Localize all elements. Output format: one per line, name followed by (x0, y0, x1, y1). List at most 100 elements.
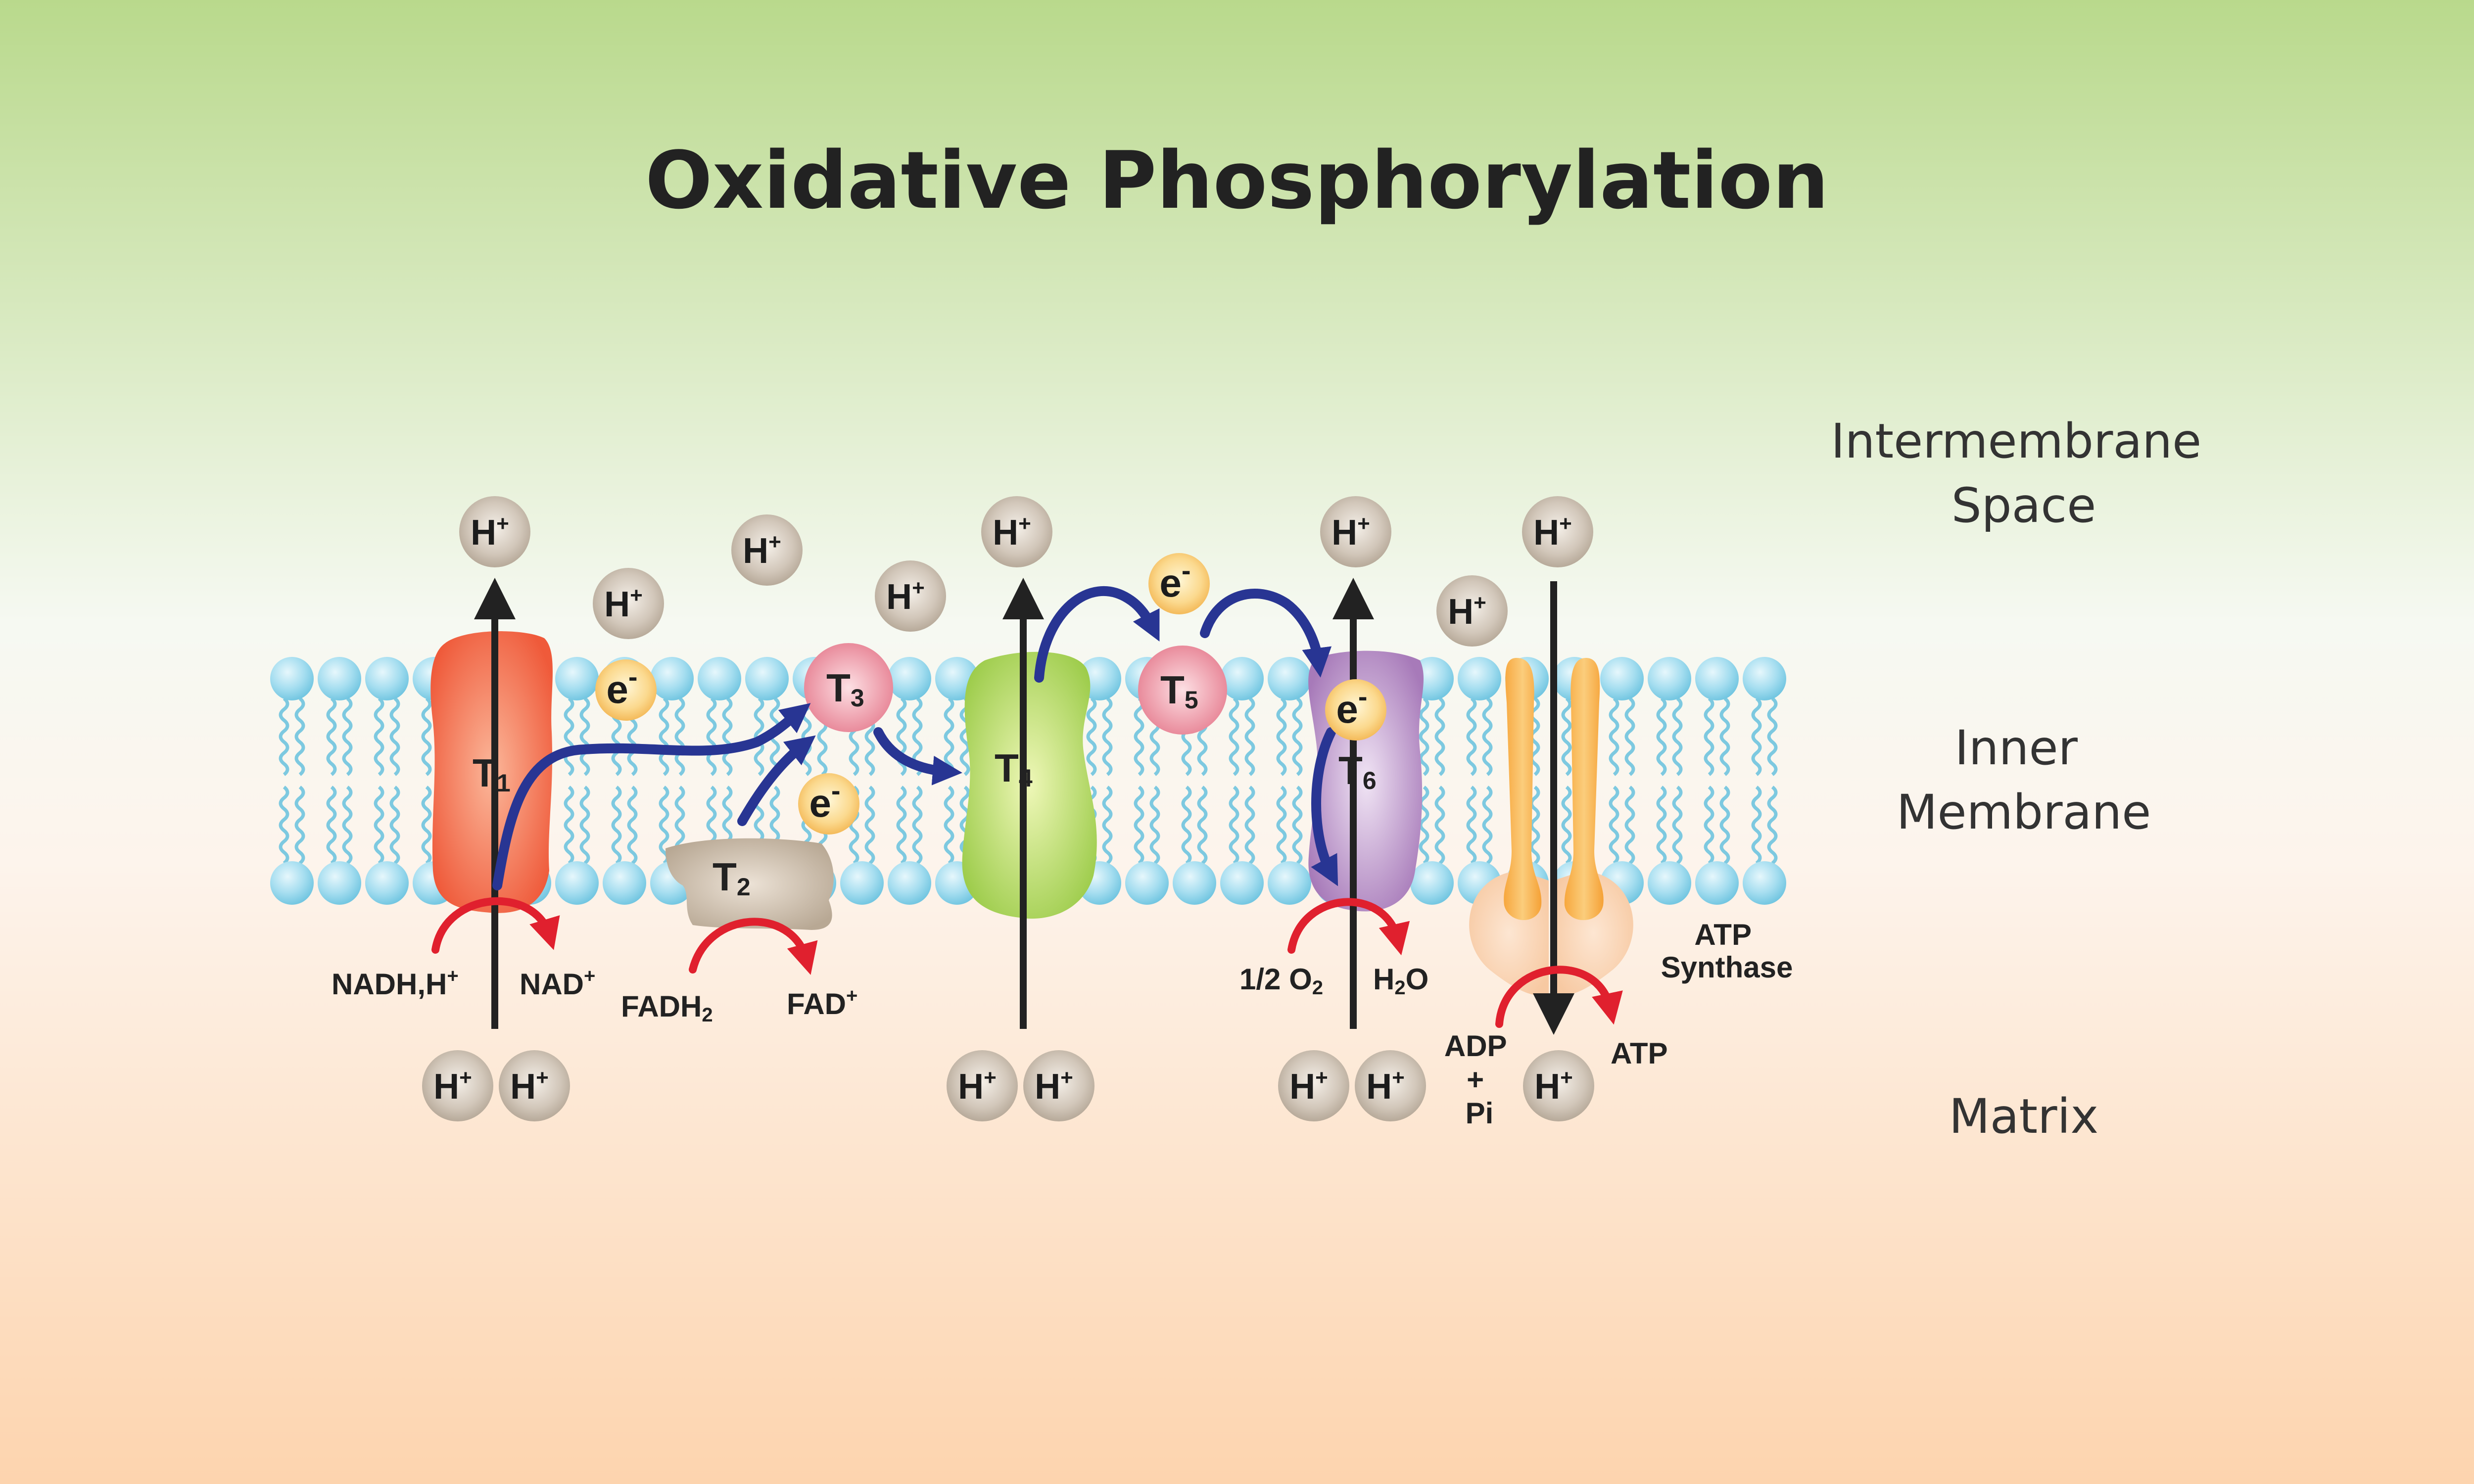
lipid-tail (659, 786, 669, 865)
proton-charge: + (1474, 591, 1486, 615)
electron-arrow-t3-to-t4 (873, 727, 962, 786)
lipid-tails (1276, 697, 1303, 865)
lipid-tails (1656, 697, 1683, 865)
electron-ball (1148, 553, 1210, 614)
lipid-tail (564, 697, 574, 776)
lipid-tail (1086, 697, 1097, 776)
electrons: e-e-e-e- (595, 553, 1386, 835)
lipid-tail (1609, 786, 1619, 865)
proton-ball (1523, 1050, 1594, 1121)
lipid-tails (1466, 697, 1493, 865)
proton: H+ (1355, 1050, 1426, 1121)
fadh2-label: FADH2 (621, 990, 713, 1026)
lipid-tail (342, 786, 353, 865)
lipid-tail (1767, 786, 1778, 865)
lipid-tail (1102, 697, 1113, 776)
lipid-head (698, 657, 741, 700)
lipid-head (888, 861, 931, 905)
lipid-head (365, 861, 409, 905)
proton-charge: + (1060, 1066, 1073, 1090)
atp-synthase-stalk-left (1504, 658, 1542, 920)
lipid-tail (1482, 697, 1493, 776)
lipid-tails (1751, 697, 1778, 865)
lipid-tail (706, 697, 717, 776)
lipid-tail (1561, 697, 1572, 776)
oxygen-label: 1/2 O2 (1239, 963, 1323, 999)
region-labels: Intermembrane Space Inner Membrane Matri… (1831, 414, 2201, 1144)
proton-ball (1436, 575, 1508, 647)
lipid-tail (579, 786, 590, 865)
lipid-head (1173, 861, 1216, 905)
lipid-tail (1244, 697, 1255, 776)
lipid-tails (1704, 697, 1730, 865)
lipid-head (555, 657, 599, 700)
lipid-tail (1609, 697, 1619, 776)
lipid-tail (1624, 786, 1635, 865)
lipid-head (1600, 657, 1644, 700)
lipid-tail (1561, 786, 1572, 865)
lipid-tail (579, 697, 590, 776)
lipid-head (1743, 657, 1786, 700)
proton-label: H+ (433, 1066, 472, 1107)
proton-label: H+ (604, 583, 643, 624)
complex-labels: T1 T2 T3 T4 T5 T6 (473, 666, 1377, 901)
proton-label: H+ (510, 1066, 549, 1107)
proton-ball (1355, 1050, 1426, 1121)
electron-arrow-t6-down (1311, 727, 1338, 886)
proton-symbol: H (433, 1067, 459, 1107)
proton: H+ (875, 560, 946, 632)
complex-t2 (666, 838, 834, 930)
lipid-tail (659, 697, 669, 776)
lipid-head (1648, 657, 1691, 700)
lipid-tail (389, 697, 400, 776)
proton-label: H+ (1533, 511, 1572, 553)
lipid-head (603, 861, 646, 905)
lipid-tail (1704, 697, 1714, 776)
proton-charge: + (984, 1066, 997, 1090)
proton: H+ (593, 568, 664, 639)
electron-label: e- (1336, 681, 1367, 731)
proton-symbol: H (993, 513, 1018, 553)
lipid-tail (912, 786, 923, 865)
lipid-tail (754, 697, 764, 776)
proton-symbol: H (1035, 1067, 1060, 1107)
proton-charge: + (1315, 1066, 1328, 1090)
lipid-tail (1434, 697, 1445, 776)
lipid-tail (1149, 786, 1160, 865)
proton-symbol: H (743, 531, 768, 571)
lipid-tail (1624, 697, 1635, 776)
lipid-tail (674, 697, 685, 776)
nadh-reaction-arrow (431, 897, 560, 954)
proton-symbol: H (1289, 1067, 1315, 1107)
complex-t5-body (1138, 646, 1227, 735)
lipid-tail (1767, 697, 1778, 776)
proton-ball (499, 1050, 570, 1121)
proton: H+ (1278, 1050, 1349, 1121)
proton-ball (1522, 496, 1593, 567)
proton-ball (1023, 1050, 1094, 1121)
proton-charge: + (912, 576, 925, 600)
lipid-head (1268, 861, 1311, 905)
lipid-tails (1609, 697, 1635, 865)
lipid-tail (1719, 697, 1730, 776)
lipid-head (270, 657, 314, 700)
proton-symbol: H (1534, 1067, 1560, 1107)
electron-symbol: e (1159, 561, 1182, 605)
protons: H+H+H+H+H+H+H+H+H+H+H+H+H+H+H+ (422, 496, 1594, 1121)
complex-t5-label: T5 (1160, 668, 1198, 714)
lipid-tail (1751, 786, 1762, 865)
proton-label: H+ (1534, 1066, 1573, 1107)
proton-label: H+ (471, 511, 509, 553)
lipid-tail (421, 697, 432, 776)
complex-t6-label: T6 (1338, 748, 1377, 794)
proton-label: H+ (1289, 1066, 1328, 1107)
electron: e- (1148, 553, 1210, 614)
lipid-head (365, 657, 409, 700)
lipid-tail (326, 786, 337, 865)
lipid-tail (374, 786, 384, 865)
lipid-tail (1276, 786, 1287, 865)
proton: H+ (499, 1050, 570, 1121)
proton-label: H+ (743, 530, 781, 571)
electron-charge: - (1182, 555, 1191, 586)
